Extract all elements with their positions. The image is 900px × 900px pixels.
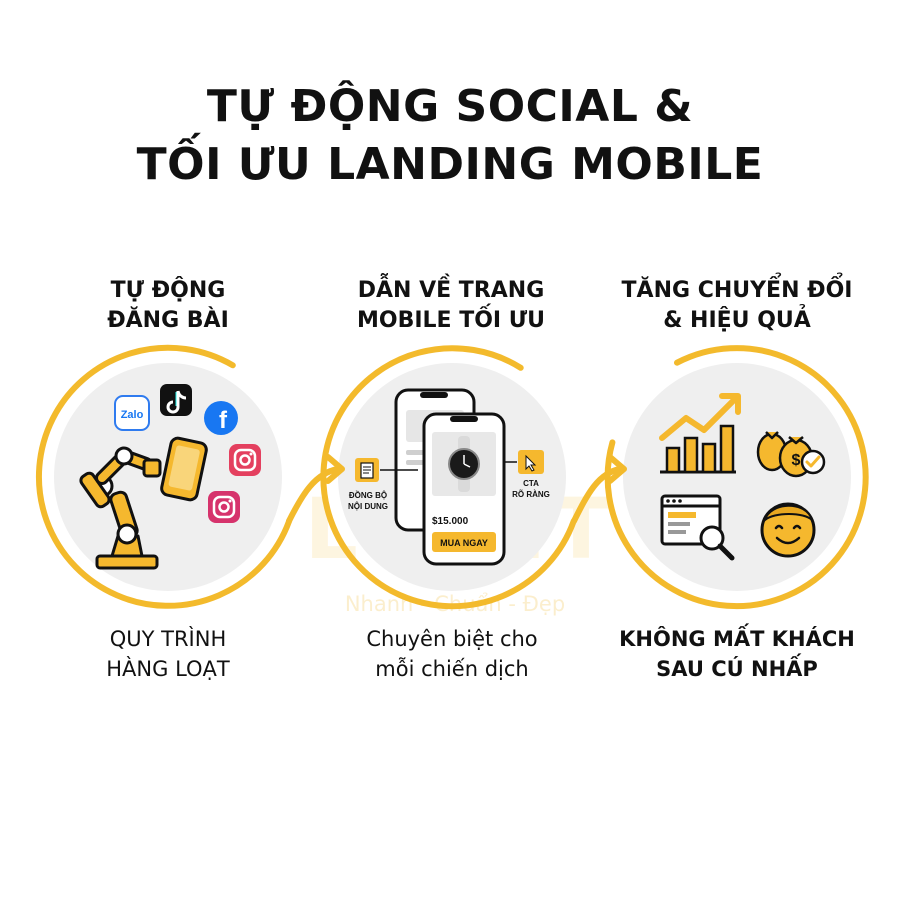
product-price: $15.000 [432,516,469,527]
zalo-icon-label: Zalo [121,409,144,421]
sync-label-line-2: NỘI DUNG [348,502,388,511]
arrow-head-2-icon [607,454,627,484]
cta-label-line-2: RÕ RÀNG [512,490,550,499]
column-2-caption-line-1: Chuyên biệt cho [366,627,538,651]
column-1-caption: QUY TRÌNH HÀNG LOẠT [33,624,303,684]
robot-arm-icon [79,436,208,570]
column-1-caption-line-2: HÀNG LOẠT [106,657,230,681]
instagram-icon-2 [208,491,240,523]
watch-icon [448,436,480,492]
column-3-caption-line-1: KHÔNG MẤT KHÁCH [619,627,855,651]
column-2-caption-line-2: mỗi chiến dịch [375,657,529,681]
buy-now-label: MUA NGAY [440,538,488,548]
cursor-click-icon [518,450,544,474]
column-1-heading-line-1: TỰ ĐỘNG [110,278,226,303]
page-title: TỰ ĐỘNG SOCIAL & TỐI ƯU LANDING MOBILE [0,78,900,194]
circle-1-ring [35,344,293,609]
facebook-icon-label: f [219,407,228,434]
column-3-heading-line-2: & HIỆU QUẢ [663,308,811,333]
webpage-search-icon [660,494,735,561]
zalo-icon: Zalo [114,395,150,431]
column-3-heading-line-1: TĂNG CHUYỂN ĐỔI [621,278,853,303]
connector-arrow-1 [286,466,341,524]
column-3-caption-line-2: SAU CÚ NHẤP [656,657,818,681]
sync-label-line-1: ĐỒNG BỘ [349,490,387,500]
instagram-icon [229,444,261,476]
page-title-line-1: TỰ ĐỘNG SOCIAL & [206,81,694,132]
column-1-caption-line-1: QUY TRÌNH [109,627,227,651]
connector-arrow-2 [571,466,623,524]
column-2-caption: Chuyên biệt cho mỗi chiến dịch [317,624,587,684]
column-2-heading-line-1: DẪN VỀ TRANG [357,278,545,303]
document-sync-icon [355,458,379,482]
check-badge-icon [800,449,826,475]
money-symbol: $ [792,452,801,469]
circle-2-ring [320,345,577,610]
column-2-heading: DẪN VỀ TRANG MOBILE TỐI ƯU [316,276,586,336]
circle-3-ring [604,345,869,610]
column-1-heading: TỰ ĐỘNG ĐĂNG BÀI [33,276,303,336]
page-title-line-2: TỐI ƯU LANDING MOBILE [136,139,764,190]
column-3-caption: KHÔNG MẤT KHÁCH SAU CÚ NHẤP [602,624,872,684]
column-3-heading: TĂNG CHUYỂN ĐỔI & HIỆU QUẢ [602,276,872,336]
facebook-icon: f [204,401,238,435]
tiktok-icon [160,384,192,416]
smiling-face-icon [760,502,816,558]
cta-label-line-1: CTA [523,479,539,488]
column-2-heading-line-2: MOBILE TỐI ƯU [356,308,546,333]
buy-now-button[interactable]: MUA NGAY [432,532,496,552]
arrow-head-1-icon [325,454,345,484]
phone-front: $15.000 MUA NGAY [422,412,506,566]
column-1-heading-line-2: ĐĂNG BÀI [107,308,229,333]
growth-chart-icon [659,393,741,474]
